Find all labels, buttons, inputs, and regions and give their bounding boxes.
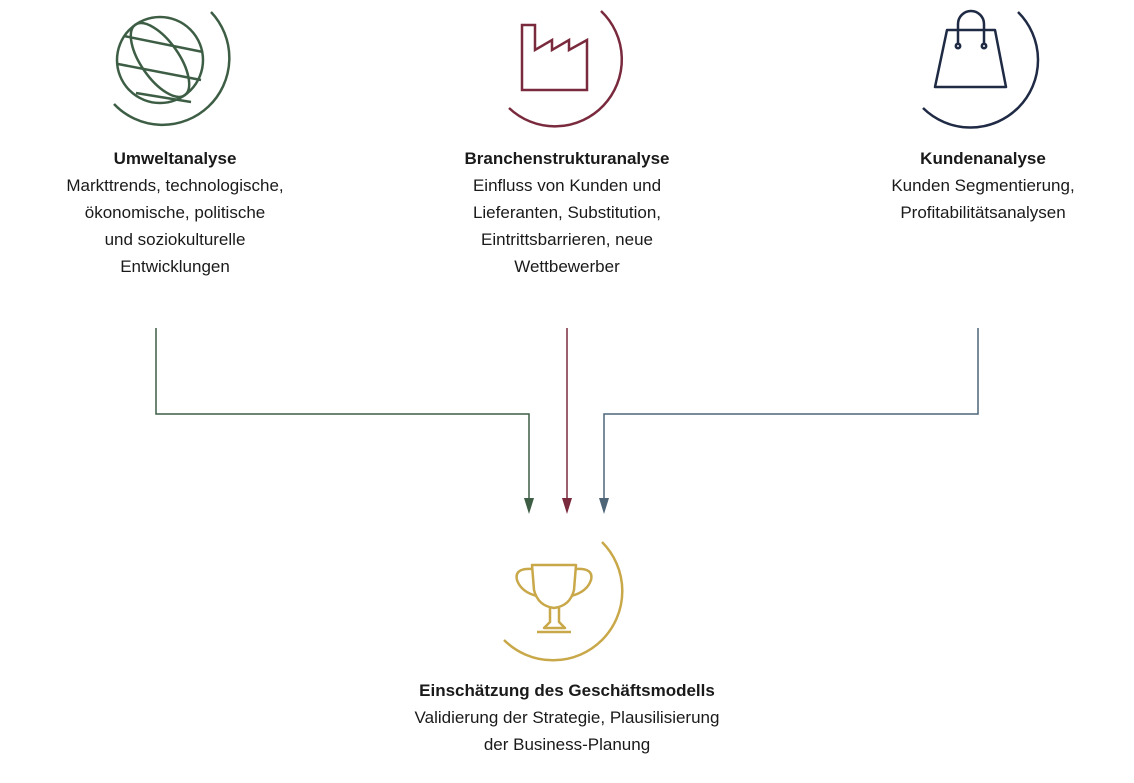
node-kunden-line-1: Kunden Segmentierung, <box>891 176 1075 195</box>
node-modell-line-1: Validierung der Strategie, Plausilisieru… <box>414 708 720 727</box>
arrowhead-branche <box>562 498 572 514</box>
arrowhead-kunden <box>599 498 609 514</box>
globe-icon <box>113 11 231 127</box>
node-umwelt-line-3: und soziokulturelle <box>104 230 246 249</box>
arrowhead-umwelt <box>524 498 534 514</box>
node-branche-line-4: Wettbewerber <box>514 257 620 276</box>
connector-umwelt <box>155 328 530 500</box>
node-branche-title: Branchenstrukturanalyse <box>464 149 670 168</box>
node-modell: Einschätzung des Geschäftsmodells Validi… <box>367 677 767 758</box>
connector-kunden <box>603 328 979 500</box>
node-kunden: Kundenanalyse Kunden Segmentierung, Prof… <box>843 145 1123 226</box>
node-branche-line-2: Lieferanten, Substitution, <box>472 203 662 222</box>
shopping-bag-icon <box>922 9 1040 129</box>
node-modell-title: Einschätzung des Geschäftsmodells <box>419 681 715 700</box>
node-umwelt: Umweltanalyse Markttrends, technologisch… <box>25 145 325 280</box>
node-modell-line-2: der Business-Planung <box>483 735 651 754</box>
trophy-icon <box>503 541 624 662</box>
factory-icon <box>508 10 624 128</box>
node-umwelt-title: Umweltanalyse <box>113 149 237 168</box>
node-umwelt-line-2: ökonomische, politische <box>84 203 266 222</box>
node-umwelt-line-4: Entwicklungen <box>120 257 230 276</box>
node-branche-line-1: Einfluss von Kunden und <box>472 176 662 195</box>
node-branche-line-3: Eintrittsbarrieren, neue <box>481 230 653 249</box>
node-kunden-line-2: Profitabilitätsanalysen <box>900 203 1066 222</box>
node-kunden-title: Kundenanalyse <box>920 149 1046 168</box>
node-umwelt-line-1: Markttrends, technologische, <box>66 176 284 195</box>
node-branche: Branchenstrukturanalyse Einfluss von Kun… <box>417 145 717 280</box>
